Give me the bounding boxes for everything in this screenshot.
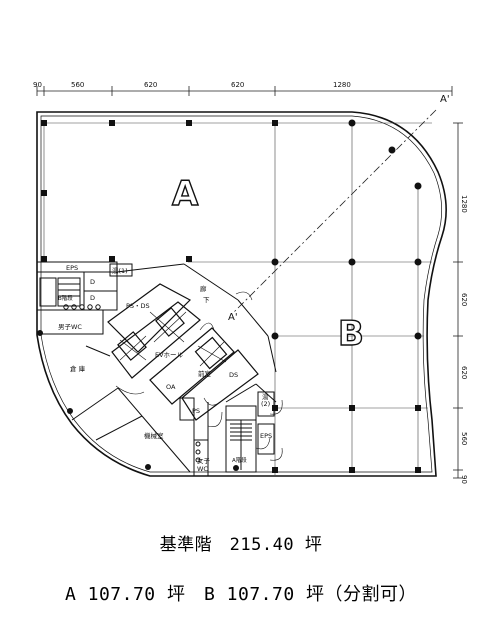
structural-columns: [37, 119, 422, 473]
floor-plan: 90 560 620 620 1280 1280 620 620 560 90: [33, 81, 468, 484]
top-dimension-line: [36, 86, 453, 96]
room-d-bottom: D: [90, 294, 95, 302]
room-mens-wc: 男子WC: [58, 323, 82, 331]
dim-top-5: 1280: [333, 81, 351, 89]
room-womens-wc-1: 女子: [197, 456, 211, 465]
room-storage: 倉 庫: [70, 364, 86, 373]
room-ps: PS: [192, 407, 200, 415]
room-d-top: D: [90, 278, 95, 286]
grid-lines: [43, 122, 432, 475]
room-corridor: 廊: [200, 284, 207, 293]
zone-a-label: A: [172, 174, 199, 214]
room-corridor-2: 下: [203, 296, 210, 304]
dim-right-5: 90: [460, 475, 468, 484]
dim-top-4: 620: [231, 81, 244, 89]
room-yu-2: 湯: [262, 392, 269, 401]
room-oa: OA: [166, 383, 176, 391]
zone-b-label: B: [338, 314, 364, 354]
inner-wall: [40, 115, 443, 473]
floor-area-total: 基準階 215.40 坪: [159, 535, 323, 555]
dim-right-3: 620: [460, 366, 468, 379]
dim-right-1: 1280: [460, 195, 468, 213]
a-prime-section-line: [233, 109, 437, 313]
room-eps-left: EPS: [66, 264, 78, 272]
room-ev-hall: EVホール: [155, 351, 184, 359]
stair-core-a: [179, 291, 283, 473]
dim-right-4: 560: [460, 432, 468, 445]
floor-area-split: A 107.70 坪 B 107.70 坪（分割可）: [64, 584, 418, 605]
room-ds: DS: [229, 371, 238, 379]
room-machine: 機械室: [144, 431, 164, 440]
room-stairs-b: B階段: [58, 294, 73, 302]
dim-top-1: 90: [33, 81, 42, 89]
diagonal-walls: [71, 263, 277, 476]
room-ps-ds: PS・DS: [126, 302, 150, 310]
central-core: [107, 283, 259, 421]
left-core: [36, 261, 133, 335]
room-stairs-a: A階段: [232, 456, 247, 464]
right-dimension-line: [453, 122, 463, 479]
room-eps-right: EPS: [260, 432, 272, 440]
dim-right-2: 620: [460, 293, 468, 306]
room-yu-1: 湯(1): [112, 266, 128, 275]
dim-top-2: 560: [71, 81, 84, 89]
a-prime-mid-marker: A': [228, 312, 238, 323]
room-womens-wc-2: WC: [197, 465, 208, 473]
a-prime-top-marker: A': [440, 94, 450, 105]
outer-wall: [36, 111, 447, 477]
dim-top-3: 620: [144, 81, 157, 89]
room-yu-2b: (2): [261, 400, 270, 408]
room-waiting: 前室: [198, 369, 212, 378]
